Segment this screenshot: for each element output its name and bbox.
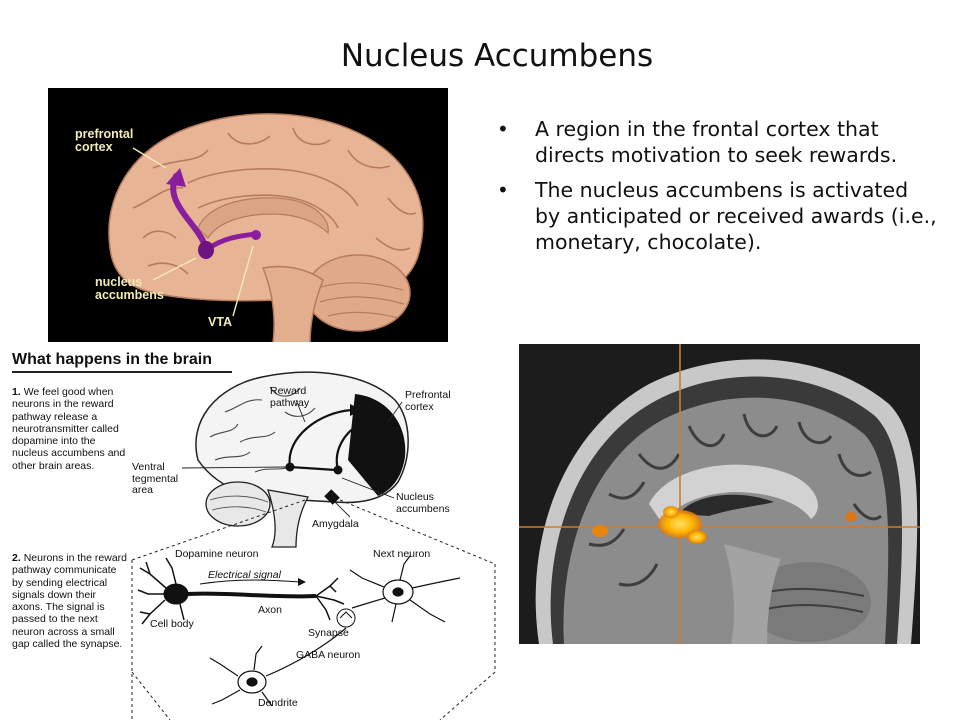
label-ventral-tegmental-area: Ventral tegmental area	[132, 461, 179, 497]
bullet-dot: •	[497, 178, 509, 202]
label-line: Nucleus	[396, 491, 434, 503]
brain-stem	[261, 265, 324, 343]
diagram-heading-rule	[12, 371, 232, 373]
label-line: prefrontal	[75, 127, 134, 141]
step-text: Neurons in the reward pathway communicat…	[12, 552, 127, 651]
bullet-item: • The nucleus accumbens is activated by a…	[497, 177, 937, 255]
vta-marker	[251, 230, 261, 240]
mri-crosshair	[519, 344, 920, 644]
bullet-text: A region in the frontal cortex that dire…	[535, 117, 898, 167]
bullet-dot: •	[497, 117, 509, 141]
brain-gyri	[132, 127, 417, 275]
bullet-list: • A region in the frontal cortex that dir…	[497, 116, 937, 264]
label-line: Ventral	[132, 461, 165, 473]
mri-sulci	[588, 413, 882, 587]
mri-activation	[592, 506, 857, 544]
reward-pathway	[166, 168, 261, 259]
label-axon: Axon	[258, 604, 282, 616]
brain-pathway-figure: prefrontal cortex nucleus accumbens VTA	[48, 88, 448, 343]
mri-brainstem	[724, 544, 781, 644]
mri-corpus-callosum	[649, 464, 818, 526]
mri-scan-illustration	[519, 344, 920, 644]
diagram-vta-marker	[285, 462, 295, 472]
brain-cerebellum	[305, 254, 411, 332]
label-prefrontal-cortex: Prefrontal cortex	[405, 389, 451, 413]
label-line: Reward	[270, 385, 307, 397]
label-line: tegmental	[132, 472, 179, 485]
label-nucleus-accumbens: nucleus accumbens	[95, 276, 164, 302]
diagram-zoom-lines	[131, 499, 496, 720]
step-number: 2.	[12, 552, 21, 564]
label-cell-body: Cell body	[150, 618, 194, 630]
diagram-step-1: 1. We feel good when neurons in the rewa…	[12, 386, 128, 472]
reward-diagram-figure: What happens in the brain 1. We feel goo…	[0, 342, 520, 720]
label-electrical-signal: Electrical signal	[208, 569, 281, 581]
diagram-heading: What happens in the brain	[12, 351, 213, 368]
diagram-nucleus-marker	[333, 465, 343, 475]
bullet-text: The nucleus accumbens is activated by an…	[535, 178, 937, 254]
label-prefrontal-cortex: prefrontal cortex	[75, 128, 133, 154]
label-line: pathway	[270, 396, 310, 409]
bullet-item: • A region in the frontal cortex that dir…	[497, 116, 937, 168]
label-dendrite: Dendrite	[258, 697, 298, 709]
label-reward-pathway: Reward pathway	[270, 385, 310, 409]
step-number: 1.	[12, 386, 21, 398]
mri-scan-figure	[519, 344, 920, 644]
slide-title: Nucleus Accumbens	[340, 38, 654, 74]
synapse-circle	[336, 608, 356, 628]
gaba-neuron	[209, 627, 347, 707]
brain-corpus-callosum	[197, 197, 329, 239]
diagram-amygdala-marker	[324, 489, 340, 505]
label-line: accumbens	[396, 502, 450, 515]
label-line: Prefrontal	[405, 389, 451, 401]
label-line: accumbens	[95, 288, 164, 302]
step-text: We feel good when neurons in the reward …	[12, 386, 126, 472]
label-line: nucleus	[95, 275, 143, 289]
label-nucleus-accumbens: Nucleus accumbens	[396, 491, 450, 515]
label-next-neuron: Next neuron	[373, 548, 431, 560]
label-vta: VTA	[208, 315, 233, 329]
diagram-prefrontal-region	[348, 394, 406, 496]
label-dopamine-neuron: Dopamine neuron	[175, 548, 259, 560]
label-line: cortex	[405, 400, 434, 413]
dopamine-neuron	[137, 557, 317, 625]
nucleus-accumbens-marker	[198, 241, 214, 259]
label-line: cortex	[75, 140, 113, 154]
label-synapse: Synapse	[308, 627, 349, 639]
mri-cerebellum	[747, 562, 871, 642]
electrical-signal-arrow	[199, 579, 301, 585]
label-line: area	[132, 484, 154, 496]
diagram-pathway-arrows	[288, 408, 363, 472]
label-amygdala: Amygdala	[312, 518, 359, 530]
diagram-illustration	[131, 371, 496, 720]
diagram-cerebellum	[205, 481, 271, 527]
next-neuron	[349, 555, 461, 623]
brain-pathway-illustration	[108, 113, 424, 343]
label-gaba-neuron: GABA neuron	[296, 649, 361, 661]
diagram-brainstem	[267, 489, 309, 548]
diagram-step-2: 2. Neurons in the reward pathway communi…	[12, 552, 128, 650]
axon-terminals	[315, 577, 345, 621]
